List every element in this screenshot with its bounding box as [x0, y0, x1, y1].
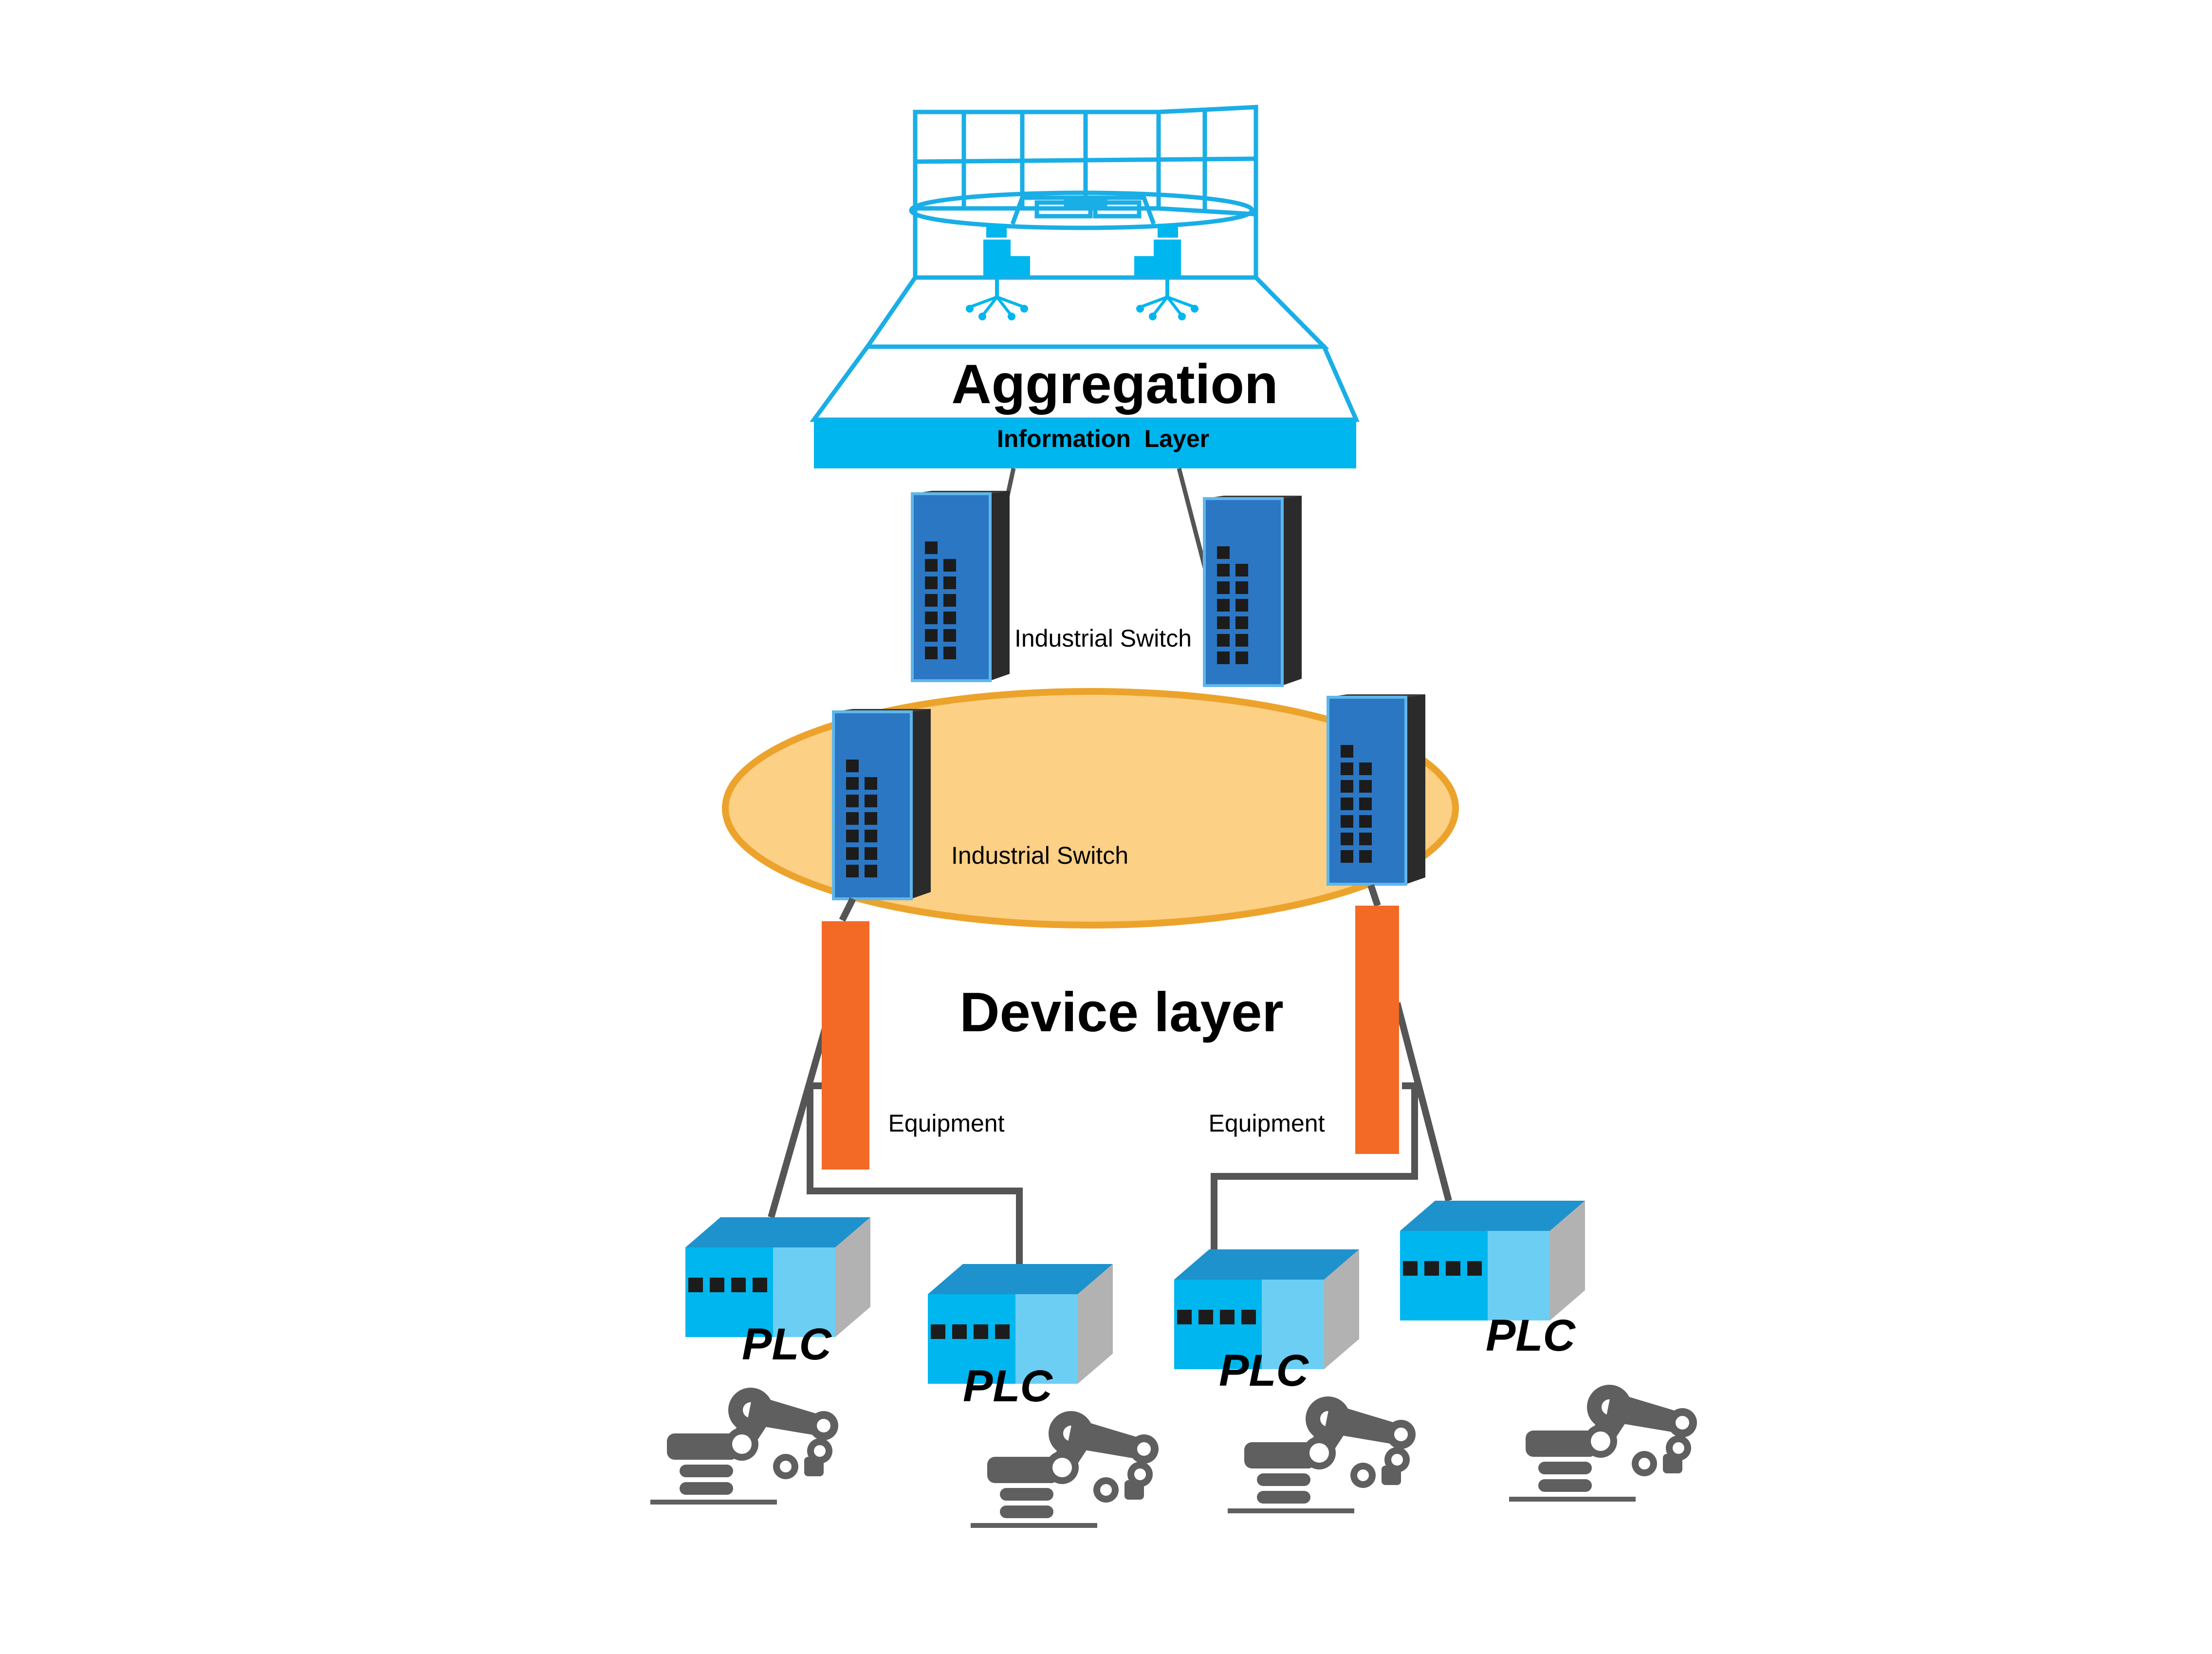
- information-layer-band: [814, 420, 1356, 468]
- device-layer-title: Device layer: [959, 982, 1284, 1043]
- industrial-switch-icon: [1328, 694, 1425, 884]
- robot-arm-icon: [1509, 1385, 1697, 1502]
- equipment-bar: [1355, 906, 1399, 1154]
- plc-label: PLC: [1219, 1346, 1309, 1395]
- robot-arm-icon: [971, 1411, 1159, 1528]
- robot-arm-icon: [1228, 1396, 1416, 1513]
- equipment-label: Equipment: [888, 1110, 1004, 1137]
- industrial-switch-label: Industrial Switch: [951, 842, 1128, 869]
- plc-icon: [1400, 1201, 1585, 1320]
- robot-arm-icon: [650, 1388, 838, 1505]
- information-layer-label: Information Layer: [997, 425, 1209, 452]
- operator-chair-icon: [1134, 224, 1198, 320]
- equipment-bar: [822, 921, 869, 1170]
- industrial-switch-icon: [912, 491, 1010, 681]
- uplink-cables: [986, 467, 1212, 585]
- plc-label: PLC: [742, 1319, 832, 1369]
- industrial-switch-label: Industrial Switch: [1014, 625, 1192, 652]
- operator-chair-icon: [966, 224, 1030, 320]
- device-cables: [768, 884, 1452, 1264]
- plc-label: PLC: [1486, 1311, 1576, 1360]
- equipment-label: Equipment: [1208, 1110, 1325, 1137]
- plc-label: PLC: [963, 1361, 1053, 1411]
- aggregation-title: Aggregation: [951, 353, 1278, 415]
- industrial-switch-icon: [1204, 496, 1302, 686]
- industrial-switch-icon: [833, 709, 931, 899]
- control-room: [810, 105, 1360, 422]
